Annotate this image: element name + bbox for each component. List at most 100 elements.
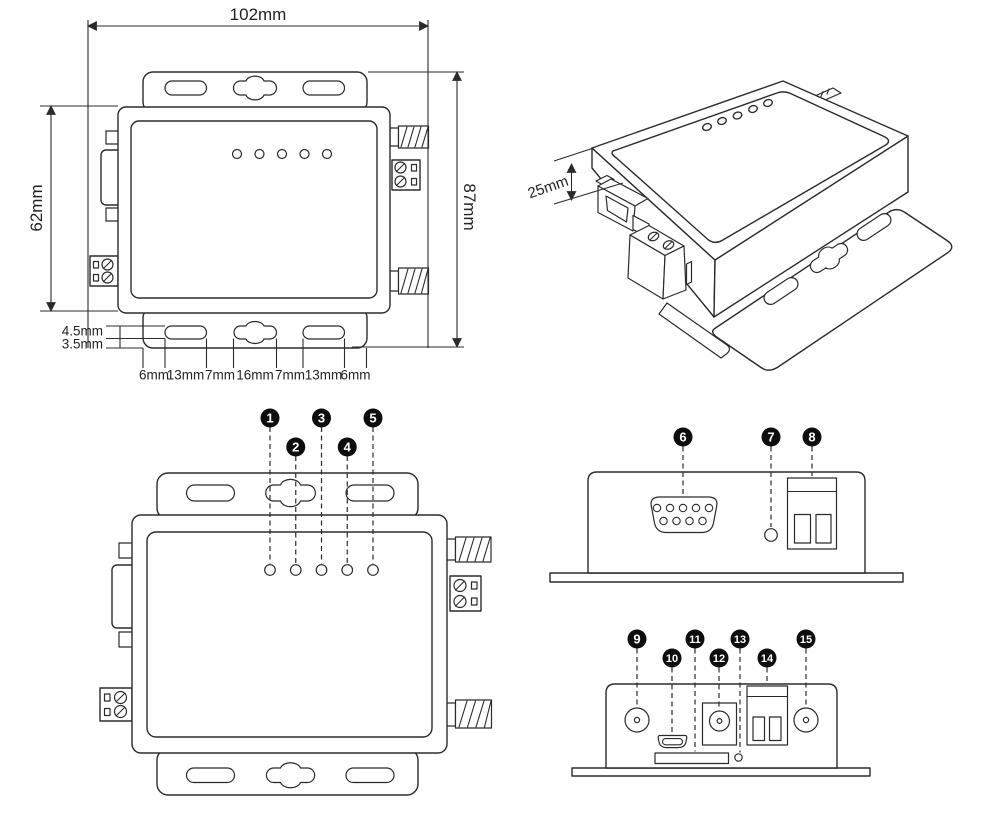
mounting-slot xyxy=(302,80,346,96)
terminal-block-right xyxy=(391,159,421,191)
terminal-block-2pin xyxy=(746,685,789,746)
mounting-slot-keyhole xyxy=(265,478,316,508)
dimension-label: 13mm xyxy=(305,368,343,383)
led-indicator xyxy=(321,148,333,160)
mounting-slot xyxy=(185,767,236,784)
led-indicator xyxy=(276,148,288,160)
led-indicator xyxy=(717,116,727,126)
dimension-right-height: 87mm xyxy=(352,71,479,348)
led-indicator xyxy=(289,564,302,576)
top-view-drawing: 102mm 62mm 87mm 4.5mm 3.5mm xyxy=(27,5,479,383)
sma-antenna-connector-right xyxy=(793,707,819,733)
led-indicator xyxy=(315,564,328,576)
terminal-block-right xyxy=(449,575,482,612)
callout-8: 8 xyxy=(802,427,822,447)
reset-button xyxy=(734,753,743,762)
dimension-left-height: 62mm xyxy=(27,105,118,312)
led-indicators xyxy=(231,148,333,160)
dimension-label: 7mm xyxy=(275,368,305,383)
dimension-label: 3.5mm xyxy=(62,337,103,352)
led-indicator xyxy=(702,122,712,132)
led-indicator xyxy=(254,148,265,160)
callout-9: 9 xyxy=(627,629,647,649)
svg-text:7: 7 xyxy=(767,430,774,445)
led-indicator xyxy=(299,148,310,160)
dimension-label: 62mm xyxy=(27,184,46,231)
reset-button xyxy=(764,528,778,542)
terminal-block-iso xyxy=(627,224,687,300)
callout-12: 12 xyxy=(709,648,729,668)
mounting-slot xyxy=(164,325,208,340)
led-indicator xyxy=(264,564,276,576)
callout-5: 5 xyxy=(363,408,383,428)
dimension-label: 16mm xyxy=(236,368,274,383)
led-indicators-iso xyxy=(702,98,773,132)
svg-text:2: 2 xyxy=(292,440,299,455)
enclosure-body xyxy=(131,514,448,754)
dimension-slot-offsets: 4.5mm 3.5mm xyxy=(62,324,165,352)
svg-text:12: 12 xyxy=(713,653,725,665)
dimension-width: 102mm xyxy=(87,5,429,348)
mounting-slot-keyhole xyxy=(232,75,278,101)
callout-7: 7 xyxy=(761,427,781,447)
svg-text:9: 9 xyxy=(633,632,640,647)
antenna-connector-bottom xyxy=(389,267,430,295)
mounting-slot xyxy=(185,484,236,502)
mounting-slot xyxy=(345,484,395,502)
svg-text:13: 13 xyxy=(734,634,746,646)
dimension-label: 102mm xyxy=(230,5,287,24)
top-face-inset xyxy=(611,91,890,244)
callout-6: 6 xyxy=(673,427,693,447)
micro-usb-port xyxy=(657,734,688,749)
callout-10: 10 xyxy=(662,648,682,668)
dimension-chain: 6mm 13mm 7mm 16mm 7mm 13mm 6mm xyxy=(139,338,371,383)
dimension-label: 25mm xyxy=(526,173,571,203)
mounting-slot-keyhole xyxy=(265,762,316,789)
led-callout-view: 1 2 3 4 5 xyxy=(99,408,493,796)
front-panel-view: 6 7 8 xyxy=(549,427,904,583)
callout-14: 14 xyxy=(757,648,777,668)
svg-text:3: 3 xyxy=(318,411,325,426)
terminal-block-left xyxy=(99,687,133,722)
enclosure-top-face xyxy=(146,531,433,738)
enclosure-top-face xyxy=(130,120,378,299)
side-port-slot-iso xyxy=(685,260,693,286)
led-indicator xyxy=(748,104,758,114)
callout-3: 3 xyxy=(312,408,331,428)
bottom-panel-view: 9 10 11 12 13 14 15 xyxy=(571,629,871,777)
dimension-label: 13mm xyxy=(167,368,205,383)
led-indicator xyxy=(367,564,379,576)
led-indicator xyxy=(763,98,773,108)
svg-text:5: 5 xyxy=(369,411,376,426)
sim-card-slot xyxy=(654,752,730,765)
mounting-slot-keyhole xyxy=(809,242,849,274)
callout-15: 15 xyxy=(796,629,816,649)
db9-connector xyxy=(650,496,718,534)
terminal-block-left xyxy=(89,255,119,287)
dimension-label: 4.5mm xyxy=(62,324,103,339)
mounting-slot xyxy=(302,325,346,340)
dimension-label: 7mm xyxy=(205,368,235,383)
enclosure-body xyxy=(117,106,391,314)
dimension-label: 87mm xyxy=(460,183,479,230)
callout-1: 1 xyxy=(260,408,280,428)
antenna-connector-top xyxy=(445,536,492,563)
mounting-slot xyxy=(856,213,892,241)
sma-antenna-connector-left xyxy=(624,707,650,733)
mounting-slot xyxy=(345,767,395,784)
dimension-label: 6mm xyxy=(139,368,169,383)
db9-connector-iso xyxy=(595,174,650,239)
svg-text:10: 10 xyxy=(666,653,678,665)
svg-text:11: 11 xyxy=(689,634,701,646)
base-plate xyxy=(549,572,904,583)
svg-text:14: 14 xyxy=(761,653,774,665)
led-indicator xyxy=(732,111,743,120)
callout-11: 11 xyxy=(685,629,705,649)
mounting-slot xyxy=(164,80,208,96)
enclosure-top-face xyxy=(591,80,909,261)
antenna-connector-bottom xyxy=(445,699,493,729)
base-plate xyxy=(571,767,871,777)
svg-text:6: 6 xyxy=(679,430,686,445)
